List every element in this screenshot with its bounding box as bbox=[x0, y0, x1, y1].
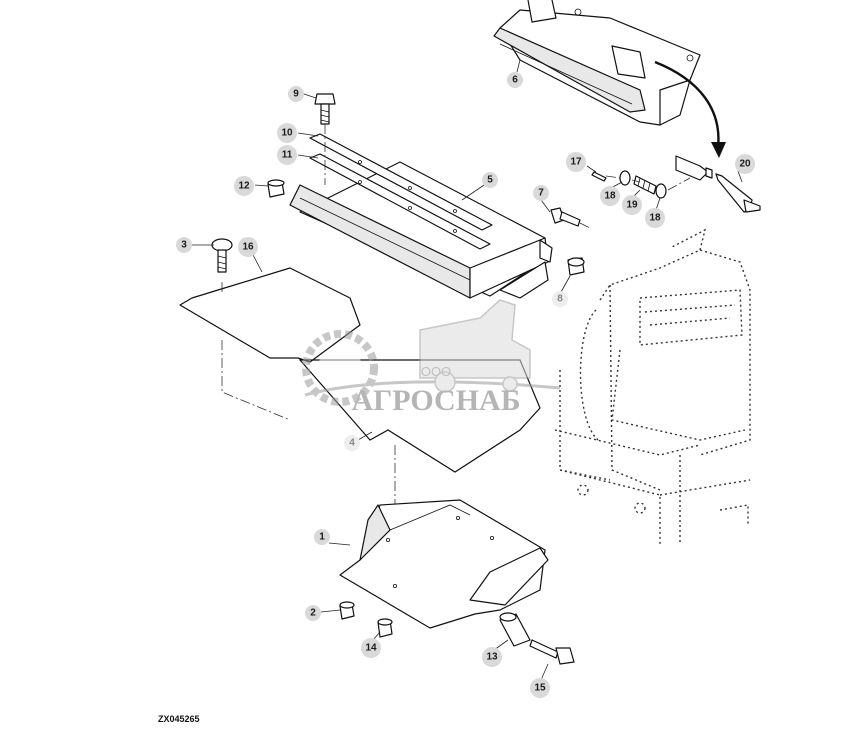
part-2-nut bbox=[339, 601, 355, 620]
callout-19: 19 bbox=[622, 195, 642, 215]
svg-text:7: 7 bbox=[538, 188, 544, 199]
svg-text:9: 9 bbox=[293, 89, 299, 100]
callout-16: 16 bbox=[238, 237, 258, 257]
callout-18-right: 18 bbox=[645, 208, 665, 228]
callout-12: 12 bbox=[234, 176, 254, 196]
svg-text:11: 11 bbox=[282, 150, 293, 161]
callout-4: 4 bbox=[344, 435, 360, 451]
callout-3: 3 bbox=[176, 237, 192, 253]
part-3-carriage-bolt bbox=[211, 238, 233, 273]
latch-assembly bbox=[591, 155, 761, 213]
svg-text:10: 10 bbox=[281, 128, 293, 139]
svg-text:14: 14 bbox=[365, 643, 377, 654]
svg-text:6: 6 bbox=[512, 75, 518, 86]
callout-20: 20 bbox=[735, 154, 755, 174]
part-9-bolt bbox=[314, 93, 336, 185]
part-6-collector-bin bbox=[493, 0, 701, 126]
callout-15: 15 bbox=[530, 678, 550, 698]
svg-text:15: 15 bbox=[534, 683, 546, 694]
callout-11: 11 bbox=[277, 145, 297, 165]
watermark-logo: ООО АГРОСНАБ bbox=[302, 299, 561, 417]
part-13-bushing bbox=[499, 612, 531, 647]
callout-14: 14 bbox=[361, 638, 381, 658]
part-15-bolt bbox=[529, 639, 575, 665]
callout-8: 8 bbox=[552, 291, 568, 307]
part-5-housing bbox=[289, 161, 553, 299]
svg-text:3: 3 bbox=[181, 240, 187, 251]
svg-text:5: 5 bbox=[487, 175, 493, 186]
gear-and-combine-harvester-icon bbox=[302, 299, 561, 406]
callout-17: 17 bbox=[566, 152, 586, 172]
svg-text:1: 1 bbox=[319, 532, 325, 543]
svg-text:18: 18 bbox=[649, 213, 661, 224]
part-11-strip bbox=[309, 153, 491, 250]
svg-text:4: 4 bbox=[349, 438, 355, 449]
svg-text:8: 8 bbox=[557, 294, 563, 305]
part-7-bolt bbox=[550, 207, 591, 229]
callout-7: 7 bbox=[533, 185, 549, 201]
part-10-strip bbox=[309, 133, 493, 231]
leader-lines bbox=[192, 59, 743, 681]
callout-18-left: 18 bbox=[600, 186, 620, 206]
svg-text:16: 16 bbox=[242, 242, 254, 253]
callout-2: 2 bbox=[305, 605, 321, 621]
callout-1: 1 bbox=[314, 529, 330, 545]
callout-9: 9 bbox=[288, 86, 304, 102]
part-1-tray bbox=[339, 499, 549, 629]
watermark-company-name: АГРОСНАБ bbox=[351, 384, 520, 417]
svg-text:17: 17 bbox=[570, 157, 582, 168]
callout-13: 13 bbox=[482, 647, 502, 667]
diagram-id-label: ZX045265 bbox=[158, 714, 200, 724]
svg-text:20: 20 bbox=[739, 159, 751, 170]
part-16-sheet bbox=[179, 267, 361, 363]
part-8-nut bbox=[567, 257, 585, 276]
part-14-nut bbox=[377, 618, 393, 638]
svg-text:18: 18 bbox=[604, 191, 616, 202]
part-12-nut bbox=[267, 179, 285, 198]
callout-6: 6 bbox=[507, 72, 523, 88]
svg-text:2: 2 bbox=[310, 608, 316, 619]
svg-text:12: 12 bbox=[238, 181, 250, 192]
svg-text:13: 13 bbox=[486, 652, 498, 663]
callout-5: 5 bbox=[482, 172, 498, 188]
callouts: 1 2 3 4 5 6 7 8 9 10 11 12 13 14 15 16 1… bbox=[176, 72, 755, 698]
machine-outline-dotted bbox=[554, 228, 751, 545]
assembly-arrow bbox=[654, 60, 726, 158]
callout-10: 10 bbox=[277, 123, 297, 143]
svg-text:19: 19 bbox=[626, 200, 638, 211]
watermark-company-prefix: ООО bbox=[421, 364, 451, 379]
